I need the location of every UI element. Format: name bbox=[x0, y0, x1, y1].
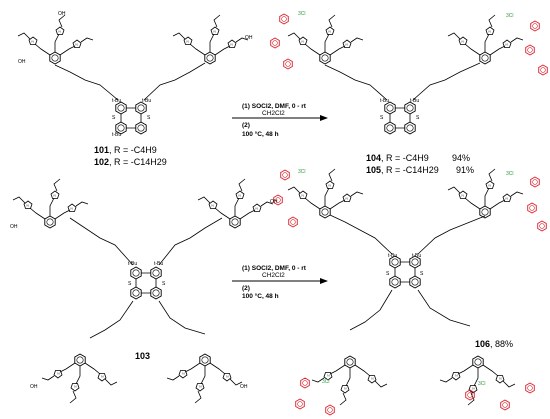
compound-label-102: 102, R = -C14H29 bbox=[94, 158, 167, 167]
tbu-label: t-Bu bbox=[142, 98, 152, 104]
sulfur-label: S bbox=[386, 271, 390, 277]
counterion-label: 3Cl bbox=[322, 379, 330, 385]
tbu-label: t-Bu bbox=[112, 98, 122, 104]
r-group-101: , R = -C4H9 bbox=[109, 145, 157, 155]
compound-number-103: 103 bbox=[135, 351, 151, 361]
yield-106: , 88% bbox=[490, 339, 514, 349]
counterion-label: 3Cl bbox=[298, 11, 306, 17]
top-condition-step1: (1) SOCl2, DMF, 0 - rt bbox=[242, 103, 306, 110]
compound-number-104: 104 bbox=[366, 153, 382, 163]
hydroxyl-label: OH bbox=[30, 384, 38, 390]
bottom-condition-step2: (2) bbox=[242, 285, 250, 292]
starting-material-103 bbox=[13, 179, 273, 403]
compound-number-102: 102 bbox=[94, 157, 110, 167]
bottom-condition-temp: 100 °C, 48 h bbox=[242, 293, 279, 300]
r-group-104: , R = -C4H9 bbox=[381, 153, 429, 163]
top-condition-temp: 100 °C, 48 h bbox=[242, 131, 279, 138]
compound-label-101: 101, R = -C4H9 bbox=[94, 146, 157, 155]
tbu-label: t-Bu bbox=[410, 98, 420, 104]
counterion-label: 3Cl bbox=[506, 171, 514, 177]
compound-number-106: 106 bbox=[475, 339, 491, 349]
compound-number-105: 105 bbox=[366, 165, 382, 175]
r-group-102: , R = -C14H29 bbox=[109, 157, 167, 167]
tbu-label: t-Bu bbox=[412, 253, 422, 259]
sulfur-label: S bbox=[162, 281, 166, 287]
counterion-label: 3Cl bbox=[478, 381, 486, 387]
top-condition-step2: (2) bbox=[242, 122, 250, 129]
product-106 bbox=[273, 169, 547, 416]
sulfur-label: S bbox=[147, 115, 151, 121]
compound-label-105: 105, R = -C14H29 bbox=[366, 166, 439, 175]
tbu-label: t-Bu bbox=[380, 98, 390, 104]
compound-label-104: 104, R = -C4H9 bbox=[366, 154, 429, 163]
reaction-arrow-bottom bbox=[232, 278, 328, 284]
starting-material-101-102 bbox=[18, 15, 248, 134]
product-104-105 bbox=[270, 13, 548, 134]
top-condition-solvent: CH2Cl2 bbox=[262, 110, 285, 117]
yield-105: 91% bbox=[456, 165, 475, 175]
bottom-condition-solvent: CH2Cl2 bbox=[262, 272, 285, 279]
hydroxyl-label: OH bbox=[240, 384, 248, 390]
sulfur-label: S bbox=[380, 115, 384, 121]
r-group-105: , R = -C14H29 bbox=[381, 165, 439, 175]
sulfur-label: S bbox=[112, 115, 116, 121]
tbu-label: t-Bu bbox=[154, 261, 164, 267]
sulfur-label: S bbox=[416, 115, 420, 121]
compound-label-106: 106, 88% bbox=[475, 340, 513, 349]
reaction-arrow-top bbox=[232, 115, 328, 121]
bottom-condition-step1: (1) SOCl2, DMF, 0 - rt bbox=[242, 265, 306, 272]
tbu-label: t-Bu bbox=[128, 261, 138, 267]
hydroxyl-label: OH bbox=[58, 11, 66, 17]
hydroxyl-label: OH bbox=[10, 224, 18, 230]
tbu-label: t-Bu bbox=[112, 132, 122, 138]
tbu-label: t-Bu bbox=[388, 253, 398, 259]
hydroxyl-label: OH bbox=[270, 199, 278, 205]
counterion-label: 3Cl bbox=[506, 13, 514, 19]
counterion-label: 3Cl bbox=[298, 169, 306, 175]
compound-label-103: 103 bbox=[135, 352, 150, 361]
compound-number-101: 101 bbox=[94, 145, 110, 155]
yield-104: 94% bbox=[452, 153, 471, 163]
sulfur-label: S bbox=[128, 281, 132, 287]
hydroxyl-label: OH bbox=[18, 59, 26, 65]
sulfur-label: S bbox=[420, 271, 424, 277]
hydroxyl-label: OH bbox=[245, 35, 253, 41]
